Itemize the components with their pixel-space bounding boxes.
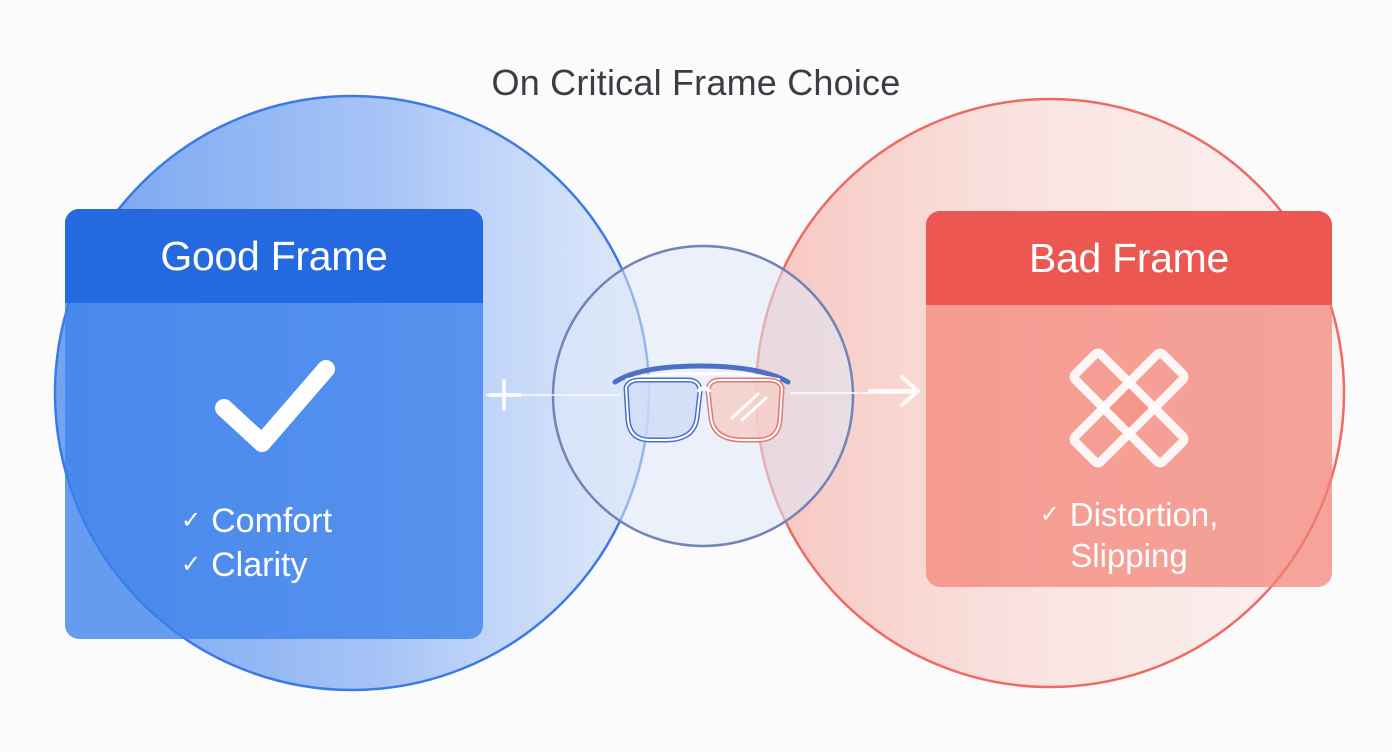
list-item: ✓ Distortion, [926,493,1332,537]
check-small-icon: ✓ [181,551,202,578]
cross-icon [926,342,1332,474]
check-small-icon: ✓ [1039,501,1060,528]
arrow-right-icon [868,375,920,407]
list-item: ✓ Comfort [65,499,483,543]
list-item-label: Slipping [1070,537,1188,574]
good-frame-list: ✓ Comfort ✓ Clarity [65,499,483,587]
checkmark-icon [65,353,483,463]
bad-frame-heading: Bad Frame [926,211,1332,305]
bad-frame-list: ✓ Distortion, Slipping [926,493,1332,575]
good-frame-card: Good Frame ✓ Comfort ✓ Clarity [65,209,483,639]
list-item: ✓ Clarity [65,543,483,587]
check-small-icon: ✓ [181,507,202,534]
list-item-label: Distortion, [1069,496,1219,533]
list-item-label: Comfort [211,502,333,540]
list-item-label: Clarity [211,546,308,584]
list-item: Slipping [926,537,1332,575]
good-frame-heading: Good Frame [65,209,483,303]
diagram-title: On Critical Frame Choice [491,62,901,103]
eyeglasses-icon [612,363,791,443]
bad-frame-card: Bad Frame ✓ Distortion, Slipping [926,211,1332,587]
plus-icon [488,379,522,411]
